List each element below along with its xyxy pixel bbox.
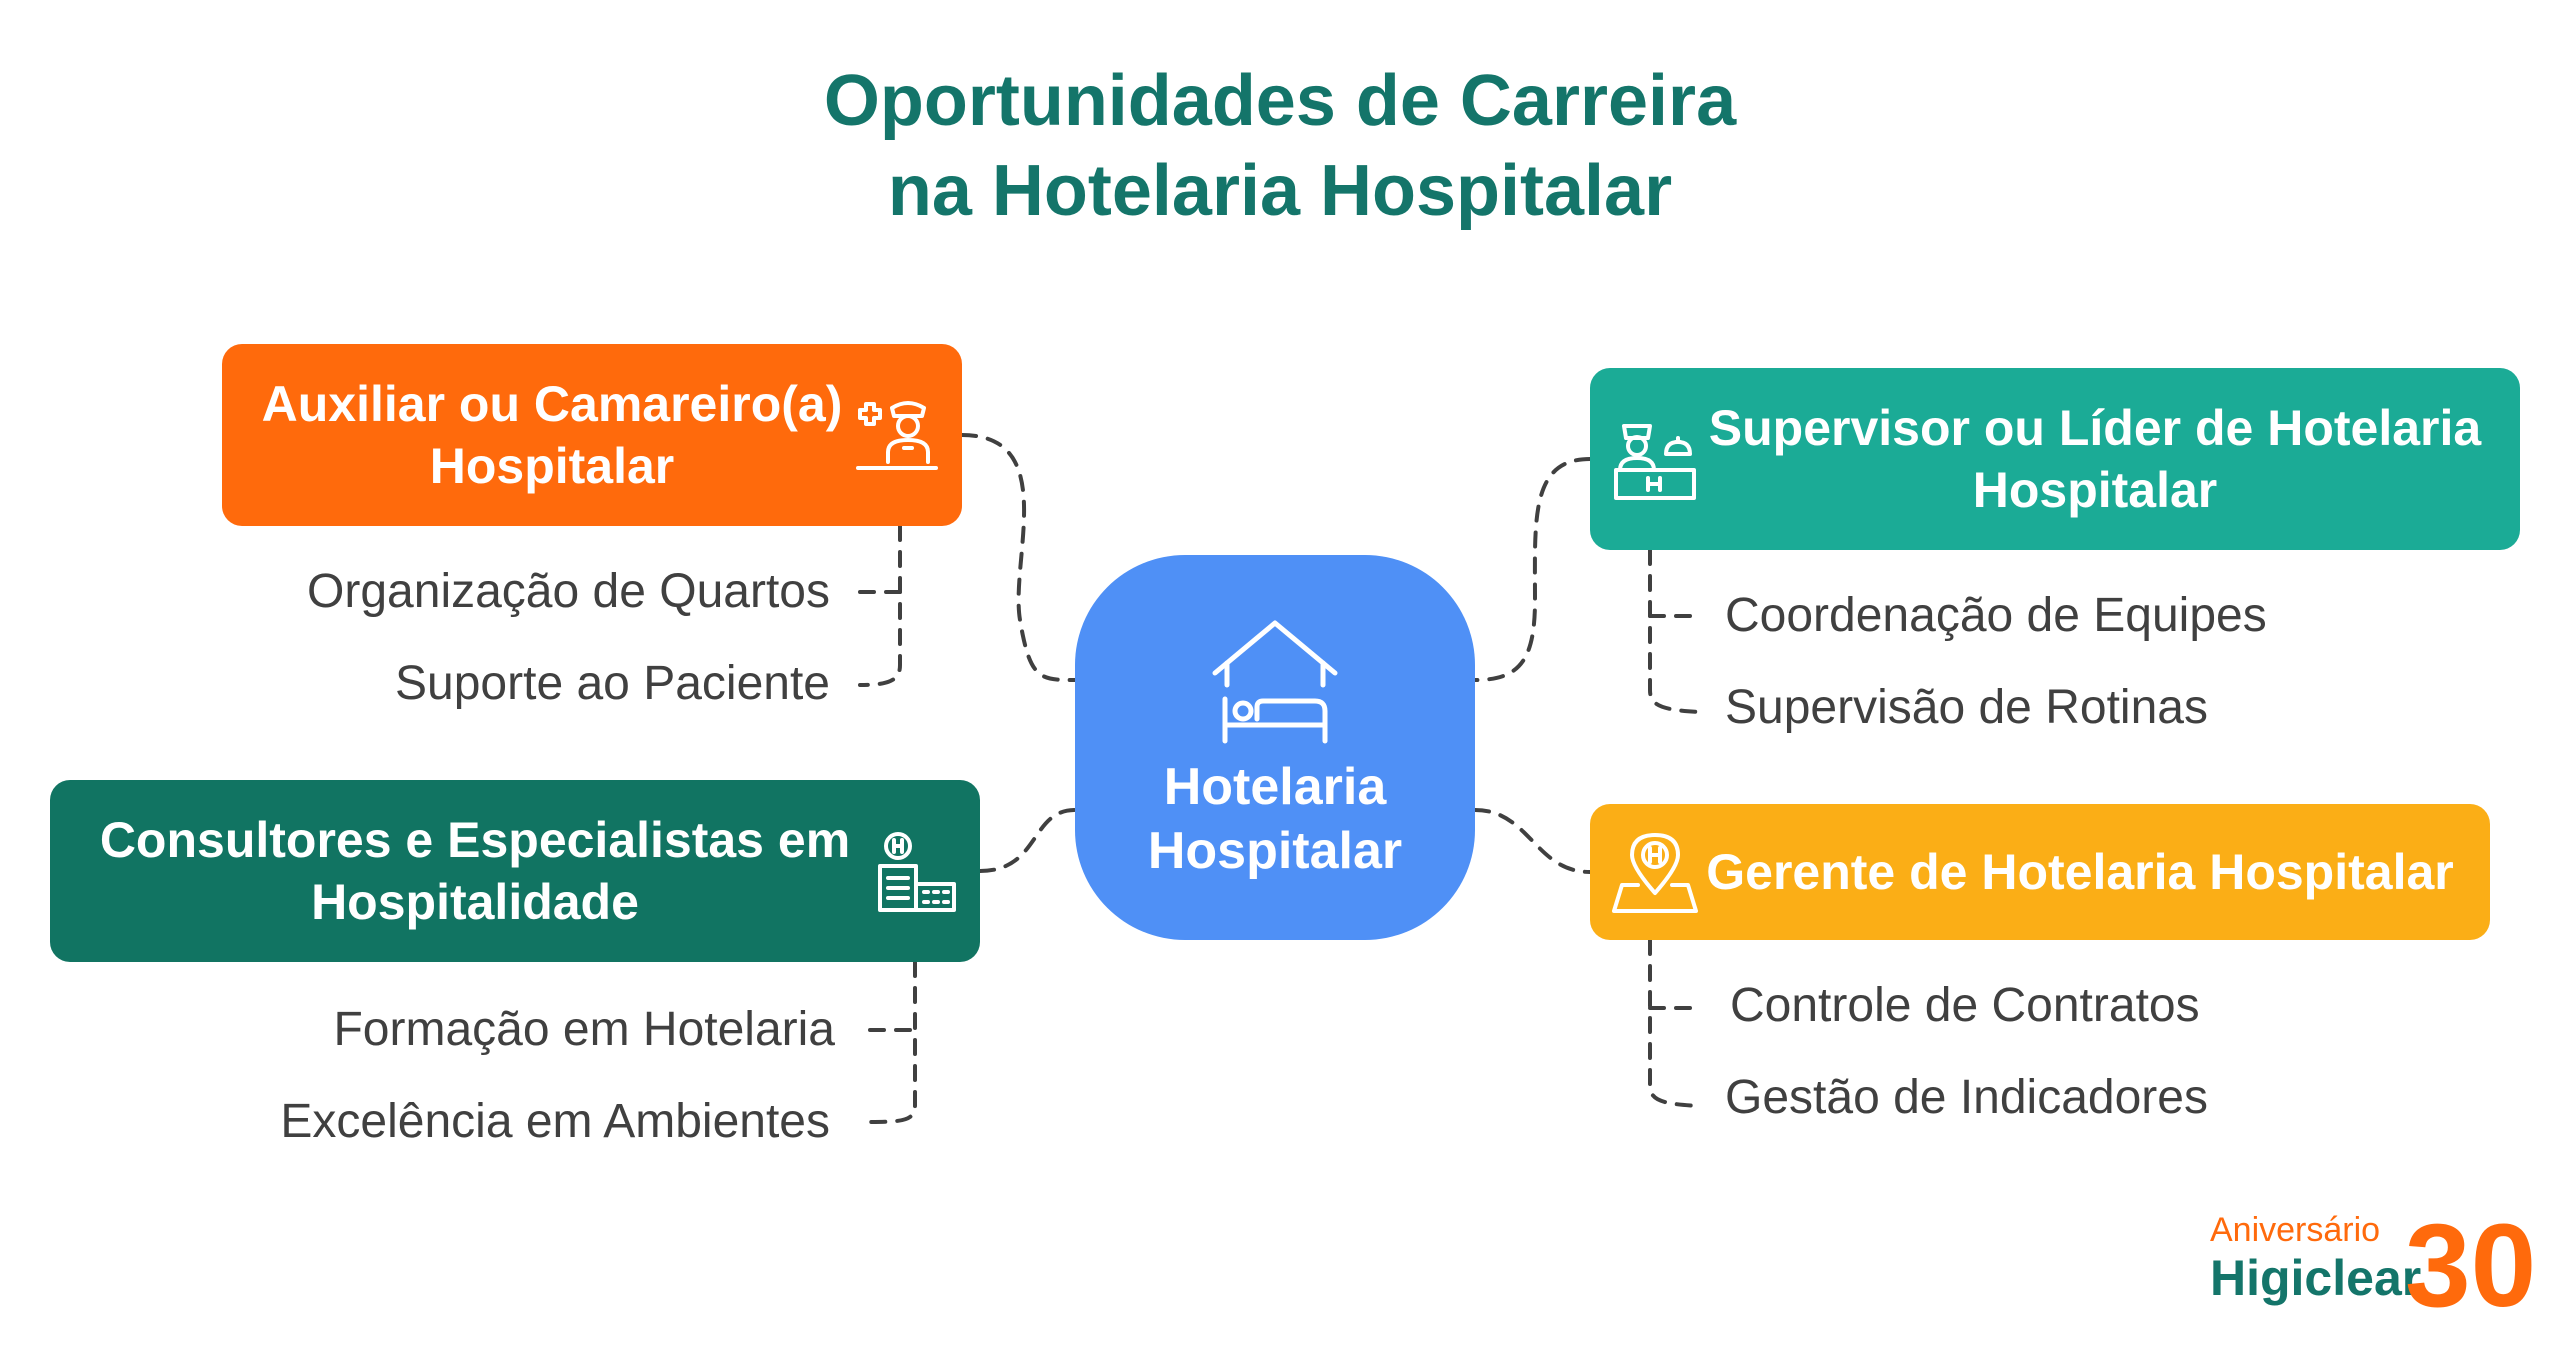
hospital-building-icon	[878, 832, 956, 912]
page-title-line2: na Hotelaria Hospitalar	[887, 151, 1673, 231]
branch-auxiliar: Auxiliar ou Camareiro(a) Hospitalar	[222, 344, 962, 526]
branch-gerente-label: Gerente de Hotelaria Hospitalar	[1700, 841, 2460, 903]
branch-consultores-label: Consultores e Especialistas em Hospitali…	[80, 809, 870, 933]
receptionist-icon	[1614, 424, 1696, 500]
hotel-bed-icon	[1212, 620, 1338, 744]
branch-supervisor-line2: Hospitalar	[1972, 462, 2218, 518]
connector-supervisor-center	[1473, 457, 1592, 682]
branch-auxiliar-label: Auxiliar ou Camareiro(a) Hospitalar	[252, 373, 852, 497]
branch-gerente: Gerente de Hotelaria Hospitalar	[1590, 804, 2490, 940]
list-item: Excelência em Ambientes	[280, 1095, 830, 1148]
branch-consultores-line1: Consultores e Especialistas em	[99, 812, 851, 868]
logo-brand: Higiclear	[2210, 1250, 2422, 1306]
branch-consultores-line2: Hospitalidade	[311, 874, 639, 930]
page-title-line1: Oportunidades de Carreira	[823, 61, 1737, 141]
branch-consultores: Consultores e Especialistas em Hospitali…	[50, 780, 980, 962]
nurse-icon	[856, 401, 938, 470]
branch-supervisor: Supervisor ou Líder de Hotelaria Hospita…	[1590, 368, 2520, 550]
hospital-location-icon	[1612, 833, 1698, 913]
logo-30-mark: 30	[2405, 1210, 2536, 1320]
list-item: Organização de Quartos	[307, 565, 830, 618]
branch-auxiliar-line1: Auxiliar ou Camareiro(a)	[261, 376, 843, 432]
branch-gerente-line1: Gerente de Hotelaria Hospitalar	[1706, 844, 2454, 900]
connector-gerente-center	[1473, 808, 1592, 874]
list-item: Coordenação de Equipes	[1725, 589, 2267, 642]
logo-anniversary: Aniversário	[2210, 1211, 2381, 1249]
list-item: Supervisão de Rotinas	[1725, 681, 2208, 734]
list-item: Suporte ao Paciente	[395, 657, 830, 710]
branch-supervisor-line1: Supervisor ou Líder de Hotelaria	[1708, 400, 2482, 456]
center-node: Hotelaria Hospitalar	[1075, 555, 1475, 940]
branch-auxiliar-line2: Hospitalar	[429, 438, 675, 494]
logo-number: 30	[2405, 1210, 2536, 1320]
connector-supervisor-items	[1648, 548, 1702, 714]
center-label-line2: Hospitalar	[1147, 822, 1403, 880]
connector-gerente-items	[1648, 938, 1702, 1108]
connector-auxiliar-items	[858, 524, 902, 687]
center-label-line1: Hotelaria	[1163, 758, 1387, 816]
connector-consultores-center	[978, 808, 1077, 873]
connector-auxiliar-center	[960, 433, 1077, 682]
list-item: Controle de Contratos	[1730, 979, 2200, 1032]
list-item: Gestão de Indicadores	[1725, 1071, 2208, 1124]
connector-consultores-items	[868, 960, 917, 1124]
center-label: Hotelaria Hospitalar	[1075, 755, 1475, 883]
higiclear-logo: Aniversário Higiclear 30	[2210, 1210, 2540, 1330]
branch-supervisor-label: Supervisor ou Líder de Hotelaria Hospita…	[1700, 397, 2490, 521]
list-item: Formação em Hotelaria	[333, 1003, 835, 1056]
